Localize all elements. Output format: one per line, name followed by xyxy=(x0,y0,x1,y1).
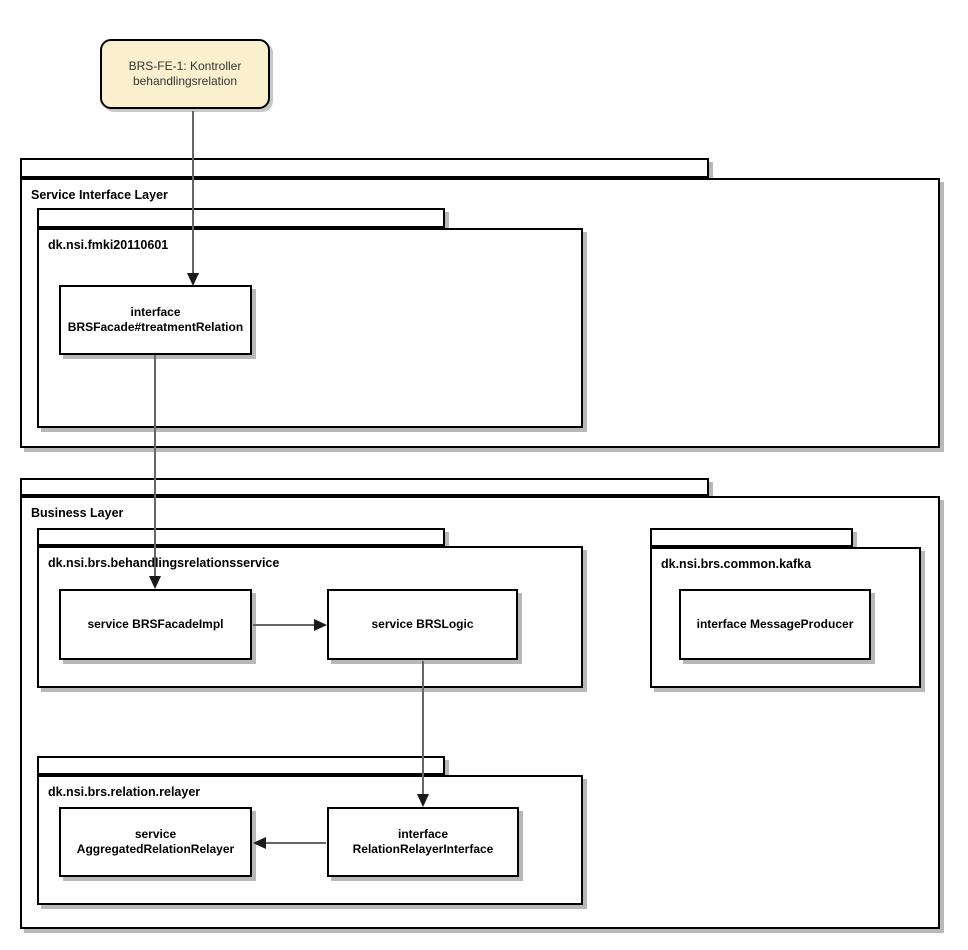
brs-service-package-label: dk.nsi.brs.behandlingsrelationsservice xyxy=(48,556,280,570)
node-brs-facade-interface-line1: interface xyxy=(130,305,181,319)
business-layer-tab xyxy=(20,478,709,496)
node-aggregated-relation-relayer: service AggregatedRelationRelayer xyxy=(59,807,252,877)
node-brs-facade-interface: interface BRSFacade#treatmentRelation xyxy=(59,285,252,355)
note-brs-fe-1: BRS-FE-1: Kontroller behandlingsrelation xyxy=(100,39,270,109)
service-interface-layer-tab xyxy=(20,158,709,178)
relayer-package-label: dk.nsi.brs.relation.relayer xyxy=(48,785,201,799)
node-message-producer: interface MessageProducer xyxy=(679,589,871,660)
business-layer-label: Business Layer xyxy=(31,506,124,520)
node-aggregated-relation-relayer-line1: service xyxy=(134,827,177,841)
kafka-package-label: dk.nsi.brs.common.kafka xyxy=(661,557,812,571)
relayer-package-tab xyxy=(37,756,445,775)
node-brs-facade-interface-line2: BRSFacade#treatmentRelation xyxy=(67,320,244,334)
node-brs-facade-impl-label: service BRSFacadeImpl xyxy=(87,617,224,631)
service-interface-layer-label: Service Interface Layer xyxy=(31,188,168,202)
node-brs-logic: service BRSLogic xyxy=(327,589,518,660)
brs-service-package-tab xyxy=(37,528,445,546)
node-brs-logic-label: service BRSLogic xyxy=(371,617,474,631)
kafka-package-tab xyxy=(650,528,853,547)
node-relation-relayer-interface-line1: interface xyxy=(397,827,449,841)
node-message-producer-label: interface MessageProducer xyxy=(696,617,854,631)
note-brs-fe-1-line1: BRS-FE-1: Kontroller xyxy=(128,59,242,73)
fmki-package-label: dk.nsi.fmki20110601 xyxy=(48,238,169,252)
node-relation-relayer-interface-line2: RelationRelayerInterface xyxy=(352,842,494,856)
fmki-package-tab xyxy=(37,208,445,228)
note-brs-fe-1-line2: behandlingsrelation xyxy=(132,74,238,88)
node-brs-facade-impl: service BRSFacadeImpl xyxy=(59,589,252,660)
node-aggregated-relation-relayer-line2: AggregatedRelationRelayer xyxy=(76,842,235,856)
node-relation-relayer-interface: interface RelationRelayerInterface xyxy=(327,807,519,877)
